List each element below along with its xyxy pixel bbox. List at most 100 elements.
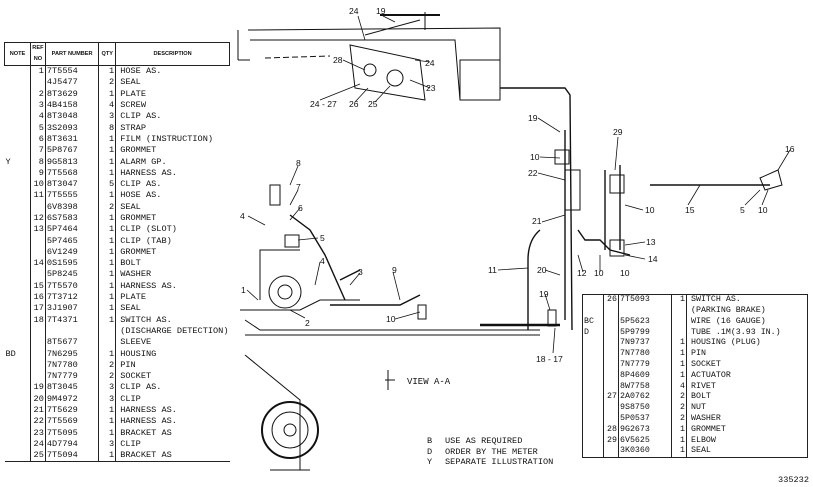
- part-number-cell: 8W7758: [618, 381, 672, 393]
- inset-parts-row: (PARKING BRAKE): [582, 305, 808, 317]
- ref-no-cell: [30, 348, 46, 360]
- part-number-cell: 5P8245: [45, 269, 100, 281]
- note-cell: [582, 370, 604, 382]
- qty-cell: 1: [98, 258, 117, 270]
- leader-lines: [246, 15, 791, 354]
- ref-no-cell: 3: [30, 99, 46, 112]
- qty-cell: 1: [98, 133, 117, 146]
- qty-cell: 1: [98, 427, 117, 439]
- description-cell: BOLT: [691, 392, 711, 402]
- note-cell: [4, 416, 31, 428]
- ref-no-cell: [603, 327, 619, 339]
- ref-no-cell: 29: [603, 435, 619, 447]
- ref-no-cell: [603, 348, 619, 360]
- ref-no-cell: 10: [30, 178, 46, 191]
- note-cell: [582, 348, 604, 360]
- description-cell: CLIP AS.: [120, 111, 162, 122]
- ref-no-cell: [30, 371, 46, 383]
- description-cell: CLIP (SLOT): [120, 224, 177, 235]
- view-label: VIEW A-A: [407, 377, 451, 387]
- qty-cell: 1: [98, 291, 117, 304]
- part-number-cell: 8T3047: [45, 178, 100, 191]
- description-cell: TUBE .1M(3.93 IN.): [691, 327, 781, 337]
- note-cell: [4, 337, 31, 349]
- description-cell: BOLT: [120, 258, 141, 269]
- callout-label: 14: [648, 254, 658, 264]
- part-number-cell: 0S1595: [45, 258, 100, 270]
- part-number-cell: 7T5568: [45, 167, 100, 179]
- ref-no-cell: [603, 413, 619, 425]
- description-cell: ACTUATOR: [691, 370, 731, 380]
- part-number-cell: 4J5477: [45, 77, 100, 89]
- description-cell: SCREW: [120, 100, 146, 111]
- qty-cell: 3: [98, 393, 117, 405]
- ref-no-cell: 5: [30, 122, 46, 134]
- note-cell: [4, 325, 31, 338]
- description-cell: PIN: [691, 349, 706, 359]
- ref-no-cell: 6: [30, 133, 46, 146]
- part-number-cell: 8T3631: [45, 133, 100, 146]
- ref-no-cell: [603, 402, 619, 414]
- part-number-cell: 5P7464: [45, 224, 100, 236]
- note-cell: [4, 99, 31, 112]
- description-cell: SEAL: [120, 77, 141, 88]
- qty-cell: 1: [98, 167, 117, 179]
- note-cell: [4, 450, 31, 463]
- qty-cell: 1: [98, 145, 117, 157]
- note-cell: [4, 111, 31, 123]
- note-cell: [4, 393, 31, 405]
- note-cell: [4, 303, 31, 315]
- note-cell: [4, 145, 31, 157]
- note-cell: [4, 371, 31, 383]
- ref-no-cell: 11: [30, 190, 46, 202]
- part-number-cell: 7N7779: [618, 359, 672, 371]
- wire-harness: [289, 87, 770, 331]
- callout-label: 11: [488, 265, 497, 275]
- description-cell: CLIP (TAB): [120, 235, 172, 246]
- description-cell: PLATE: [120, 88, 146, 99]
- description-cell: PLATE: [120, 292, 146, 303]
- ref-no-cell: [603, 381, 619, 393]
- qty-cell: 4: [98, 99, 117, 112]
- note-cell: [582, 424, 604, 436]
- callout-label: 18 - 17: [536, 354, 563, 364]
- qty-cell: [671, 327, 687, 339]
- callout-label: 4: [240, 211, 245, 221]
- parts-list-table: NOTE REF NO PART NUMBER QTY DESCRIPTION …: [4, 42, 230, 463]
- ref-no-cell: [603, 359, 619, 371]
- part-number-cell: 7N7780: [618, 348, 672, 360]
- description-cell: HARNESS AS.: [120, 416, 177, 427]
- callout-label: 24 - 27: [310, 99, 337, 109]
- qty-cell: 3: [98, 438, 117, 451]
- note-cell: [4, 178, 31, 191]
- note-cell: [4, 314, 31, 326]
- note-cell: BD: [4, 348, 31, 360]
- ref-no-cell: 14: [30, 258, 46, 270]
- description-cell: (PARKING BRAKE): [691, 306, 766, 316]
- note-cell: BC: [582, 316, 604, 328]
- qty-cell: 2: [98, 201, 117, 213]
- ref-no-cell: [603, 370, 619, 382]
- callout-label: 3: [358, 267, 363, 277]
- ref-no-cell: 20: [30, 393, 46, 405]
- callout-label: 5: [740, 205, 745, 215]
- part-number-cell: 3J1907: [45, 303, 100, 315]
- callout-label: 21: [532, 216, 542, 226]
- ref-no-cell: 4: [30, 111, 46, 123]
- ref-no-cell: 22: [30, 416, 46, 428]
- qty-cell: 1: [98, 303, 117, 315]
- part-number-cell: 9G5813: [45, 156, 100, 168]
- qty-cell: 1: [98, 269, 117, 281]
- description-cell: CLIP AS.: [120, 179, 162, 190]
- qty-cell: 3: [98, 382, 117, 394]
- description-cell: HARNESS AS.: [120, 405, 177, 416]
